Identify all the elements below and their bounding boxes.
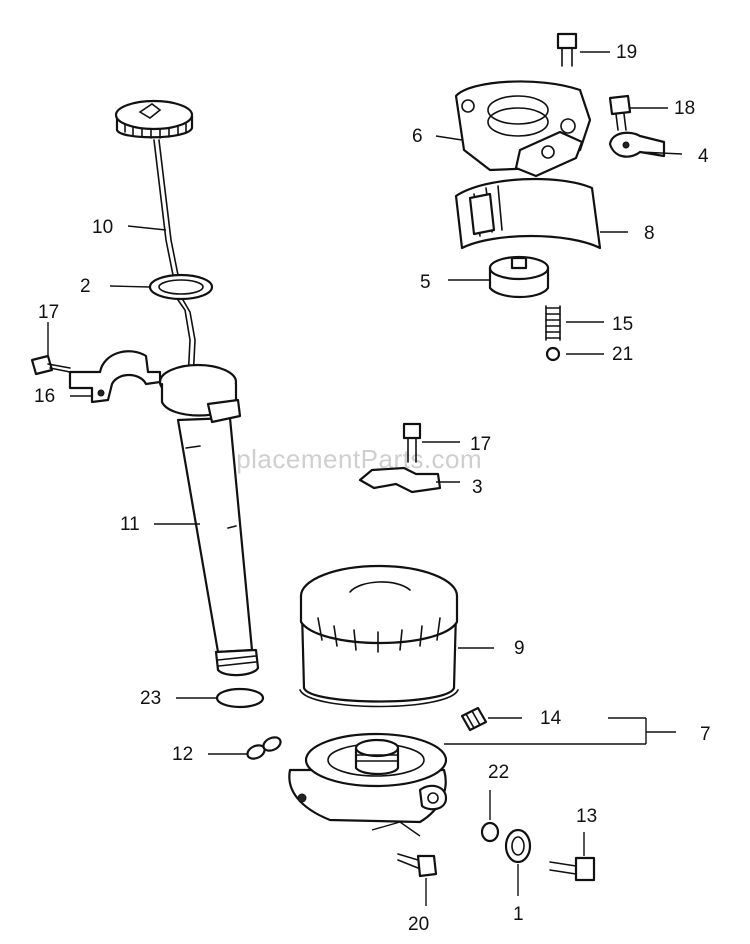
dipstick-tube-part xyxy=(158,363,260,677)
callout-3: 3 xyxy=(472,477,483,498)
callout-19: 19 xyxy=(616,42,637,63)
callout-14: 14 xyxy=(540,708,562,729)
bracket-bolt-part xyxy=(402,422,422,463)
rotor-part xyxy=(488,255,550,298)
callout-18: 18 xyxy=(674,98,695,119)
callout-7: 7 xyxy=(700,724,711,745)
callout-16: 16 xyxy=(34,386,55,407)
callout-17-clamp: 17 xyxy=(38,302,59,323)
callout-21: 21 xyxy=(612,344,633,365)
callout-22: 22 xyxy=(488,762,509,783)
callout-15: 15 xyxy=(612,314,633,335)
leader-lines xyxy=(47,51,683,906)
spring-part xyxy=(545,305,561,341)
tube-o-ring-part xyxy=(215,687,265,709)
double-o-ring-part xyxy=(246,736,282,760)
filter-adapter-part xyxy=(288,732,448,824)
nipple-part xyxy=(460,706,488,732)
clamp-part xyxy=(68,350,162,404)
oil-filter-part xyxy=(299,564,459,708)
callout-4: 4 xyxy=(698,146,709,167)
plate-bolt-part xyxy=(608,94,632,131)
washer-part xyxy=(504,828,532,864)
plate-part xyxy=(608,131,666,158)
callout-13: 13 xyxy=(576,806,597,827)
callout-labels: 10 2 17 16 11 23 12 19 18 6 4 8 5 15 21 … xyxy=(34,42,711,935)
callout-20: 20 xyxy=(408,914,429,935)
callout-1: 1 xyxy=(513,904,524,925)
callout-5: 5 xyxy=(420,272,431,293)
callout-10: 10 xyxy=(92,217,113,238)
dipstick-part xyxy=(114,99,196,381)
callout-12: 12 xyxy=(172,744,193,765)
small-o-ring-part xyxy=(480,821,500,843)
clamp-bolt-part xyxy=(30,354,71,376)
callout-23: 23 xyxy=(140,688,161,709)
bracket-part xyxy=(358,466,442,494)
screen-part xyxy=(454,177,602,250)
pump-cover-part xyxy=(454,80,592,178)
cover-bolt-part xyxy=(556,32,578,67)
callout-17-bracket: 17 xyxy=(470,434,491,455)
callout-6: 6 xyxy=(412,126,423,147)
callout-11: 11 xyxy=(120,514,140,535)
watermark: eReplacementParts.com xyxy=(187,444,482,474)
ball-part xyxy=(545,346,561,362)
adapter-bolt-part xyxy=(397,853,438,878)
callout-8: 8 xyxy=(644,223,655,244)
callout-9: 9 xyxy=(514,638,525,659)
adapter-side-bolt-part xyxy=(549,856,596,882)
callout-2: 2 xyxy=(80,276,91,297)
